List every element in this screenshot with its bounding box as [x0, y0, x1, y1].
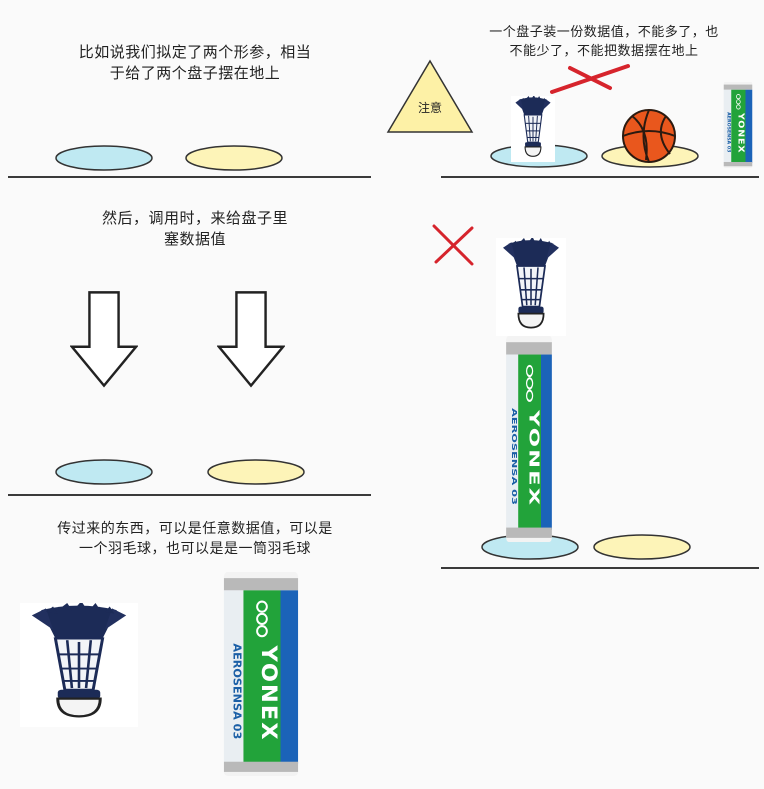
- note-caption-line-1: 一个盘子装一份数据值，不能多了，也: [489, 25, 719, 40]
- down-arrow-icon: [217, 290, 285, 388]
- caption-line-2: 塞数据值: [163, 230, 226, 248]
- note-label: 注意: [417, 101, 442, 115]
- plates-illustration: [55, 459, 305, 485]
- ground-line: [441, 176, 759, 178]
- caption-line-1: 比如说我们拟定了两个形参，相当: [78, 43, 312, 61]
- shuttlecock-icon: [496, 238, 566, 336]
- plates-illustration: [481, 534, 691, 560]
- caption-line-2: 一个羽毛球，也可以是是一筒羽毛球: [79, 541, 311, 557]
- plate-yellow: [593, 534, 691, 560]
- ground-line: [441, 567, 759, 569]
- shuttle-tube-icon: [723, 82, 753, 168]
- plates-illustration: [55, 145, 283, 171]
- caption-line-1: 然后，调用时，来给盘子里: [101, 209, 288, 227]
- caption-line-1: 传过来的东西，可以是任意数据值，可以是: [57, 521, 333, 537]
- plate-yellow: [207, 459, 305, 485]
- shuttle-tube-icon: [505, 336, 553, 542]
- down-arrow-icon: [70, 290, 138, 388]
- warning-triangle-icon: [386, 59, 474, 133]
- plate-yellow: [185, 145, 283, 171]
- plate-blue: [55, 145, 153, 171]
- shuttle-tube-icon: [222, 572, 300, 776]
- note-caption-line-2: 不能少了，不能把数据摆在地上: [509, 44, 699, 59]
- shuttlecock-icon: [20, 603, 138, 727]
- caption-line-2: 于给了两个盘子摆在地上: [109, 64, 281, 82]
- basketball-icon: [622, 109, 676, 163]
- plate-blue: [55, 459, 153, 485]
- cross-mark-icon: [550, 64, 630, 94]
- ground-line: [8, 494, 371, 496]
- ground-line: [8, 176, 371, 178]
- shuttlecock-icon: [511, 96, 555, 162]
- cross-mark-icon: [432, 224, 474, 266]
